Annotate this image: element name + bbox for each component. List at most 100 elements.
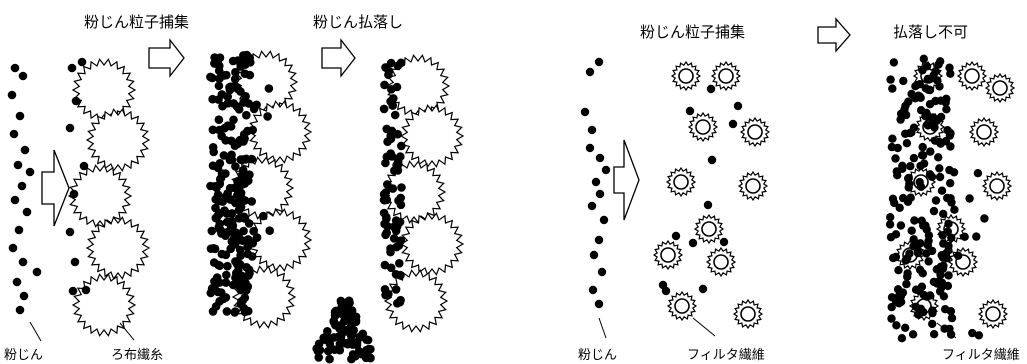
dust-particle: [936, 96, 945, 105]
dust-particle: [394, 196, 403, 205]
arrow-right-main-icon: [613, 139, 640, 221]
dust-particle: [382, 212, 391, 222]
dust-particle: [249, 104, 259, 114]
dust-particle: [216, 173, 226, 183]
dust-particle: [918, 269, 927, 278]
dust-particle: [891, 154, 900, 163]
dust-particle: [236, 155, 246, 164]
dust-particle: [231, 67, 240, 77]
dust-particle: [587, 125, 597, 135]
dust-particle: [243, 282, 253, 291]
dust-particle: [899, 76, 908, 86]
dust-particle: [928, 306, 937, 315]
dust-particle: [585, 143, 595, 153]
dust-particle: [926, 147, 935, 156]
dust-particle: [391, 270, 401, 279]
right-dust-stream: [580, 57, 611, 309]
left-residual-dust: [379, 58, 406, 308]
dust-particle: [685, 106, 695, 116]
dust-particle: [314, 339, 324, 349]
dust-particle: [217, 131, 226, 141]
dust-particle: [595, 189, 605, 199]
dust-particle: [916, 161, 925, 171]
dust-particle: [587, 201, 597, 211]
dust-particle: [244, 265, 254, 275]
filter-fiber-icon-core: [989, 178, 1005, 194]
dust-particle: [925, 291, 935, 300]
dust-particle: [344, 296, 354, 306]
title-left-removal: 粉じん払落し: [313, 13, 403, 31]
dust-particle: [343, 309, 353, 319]
dust-particle: [65, 123, 75, 133]
dust-particle: [897, 334, 907, 343]
dust-particle: [380, 80, 389, 90]
dust-particle: [942, 105, 951, 114]
filter-fiber-icon-core: [976, 124, 992, 140]
dust-particle: [395, 297, 405, 307]
label-filter-fiber-2: フィルタ繊維: [942, 347, 1020, 363]
dust-particle: [915, 177, 924, 187]
dust-particle: [382, 228, 392, 238]
dust-particle: [394, 241, 404, 250]
dust-particle: [9, 129, 19, 139]
dust-particle: [943, 281, 953, 291]
dust-particle: [903, 197, 913, 206]
arrow-left-main-icon: [41, 149, 70, 227]
dust-particle: [947, 313, 957, 323]
dust-particle: [905, 249, 914, 258]
dust-particle: [209, 244, 218, 253]
dust-particle: [229, 115, 238, 125]
dust-particle: [236, 62, 245, 71]
filter-fiber-icon-core: [673, 174, 689, 190]
dust-particle: [348, 350, 358, 359]
dust-particle: [265, 226, 275, 235]
arrow-left-1-icon: [148, 38, 185, 78]
dust-particle: [594, 57, 604, 67]
dust-particle: [728, 119, 738, 129]
dust-particle: [391, 285, 401, 294]
dust-particle: [379, 104, 389, 114]
label-dust-left: 粉じん: [4, 348, 43, 363]
dust-particle: [19, 291, 29, 301]
cloth-fiber-icon: [383, 269, 449, 333]
pointer-cloth-fiber: [119, 322, 135, 341]
dust-particle: [221, 191, 231, 201]
dust-particle: [904, 174, 913, 183]
dust-particle: [935, 164, 944, 173]
dust-particle: [901, 323, 910, 332]
dust-particle: [238, 296, 248, 305]
dust-particle: [20, 145, 30, 155]
dust-particle: [917, 216, 926, 225]
dust-particle: [916, 106, 926, 115]
dust-particle: [209, 147, 218, 157]
dust-particle: [7, 90, 17, 100]
title-right-removal: 払落し不可: [893, 23, 968, 41]
filter-fiber-icon-core: [964, 68, 980, 84]
filter-fiber-icon-core: [985, 306, 1001, 322]
dust-particle: [81, 285, 91, 295]
dust-particle: [214, 260, 223, 270]
dust-particle: [902, 279, 911, 289]
dust-particle: [231, 162, 240, 171]
dust-particle: [17, 181, 27, 191]
dust-particle: [597, 267, 607, 277]
dust-particle: [949, 168, 959, 177]
dust-particle: [887, 314, 896, 323]
filter-fiber-icon-core: [660, 247, 676, 263]
dust-particle: [330, 345, 340, 355]
dust-particle: [233, 139, 243, 148]
dust-particle: [934, 277, 943, 286]
dust-particle: [18, 71, 28, 81]
dust-particle: [889, 253, 898, 263]
dust-particle: [974, 331, 984, 340]
dust-particle: [595, 153, 605, 163]
dust-particle: [893, 285, 903, 294]
dust-particle: [227, 237, 237, 246]
dust-particle: [10, 63, 20, 73]
dust-particle: [217, 249, 227, 259]
dust-particle: [381, 290, 390, 300]
dust-particle: [244, 219, 254, 228]
dust-particle: [206, 181, 215, 191]
dust-particle: [386, 247, 395, 257]
left-dust-stream: [7, 63, 42, 315]
